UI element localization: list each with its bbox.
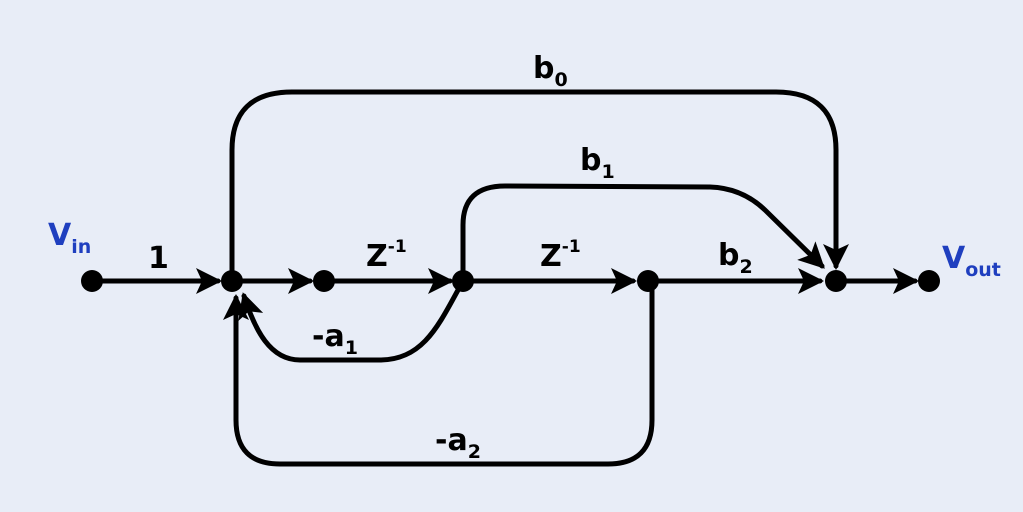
- node-input: [81, 270, 103, 292]
- edge-a1-feedback: [238, 278, 466, 363]
- label-b1: b1: [580, 143, 615, 183]
- label-a2: -a2: [435, 423, 481, 463]
- label-z2: Z-1: [540, 237, 581, 274]
- node-output: [918, 270, 940, 292]
- label-gain: 1: [148, 241, 169, 276]
- label-vout: Vout: [942, 241, 1001, 281]
- label-a1: -a1: [312, 319, 358, 359]
- node-output-sum: [825, 270, 847, 292]
- label-b0: b0: [533, 51, 568, 91]
- label-vin: Vin: [48, 218, 91, 258]
- edge-a2-feedback: [223, 278, 655, 467]
- edge-b1: [460, 183, 825, 284]
- node-summing: [221, 270, 243, 292]
- node-delay1-out: [452, 270, 474, 292]
- node-delay2-out: [637, 270, 659, 292]
- label-z1: Z-1: [366, 237, 407, 274]
- node-delay1-in: [313, 270, 335, 292]
- edge-b0: [229, 89, 849, 284]
- label-b2: b2: [718, 238, 753, 278]
